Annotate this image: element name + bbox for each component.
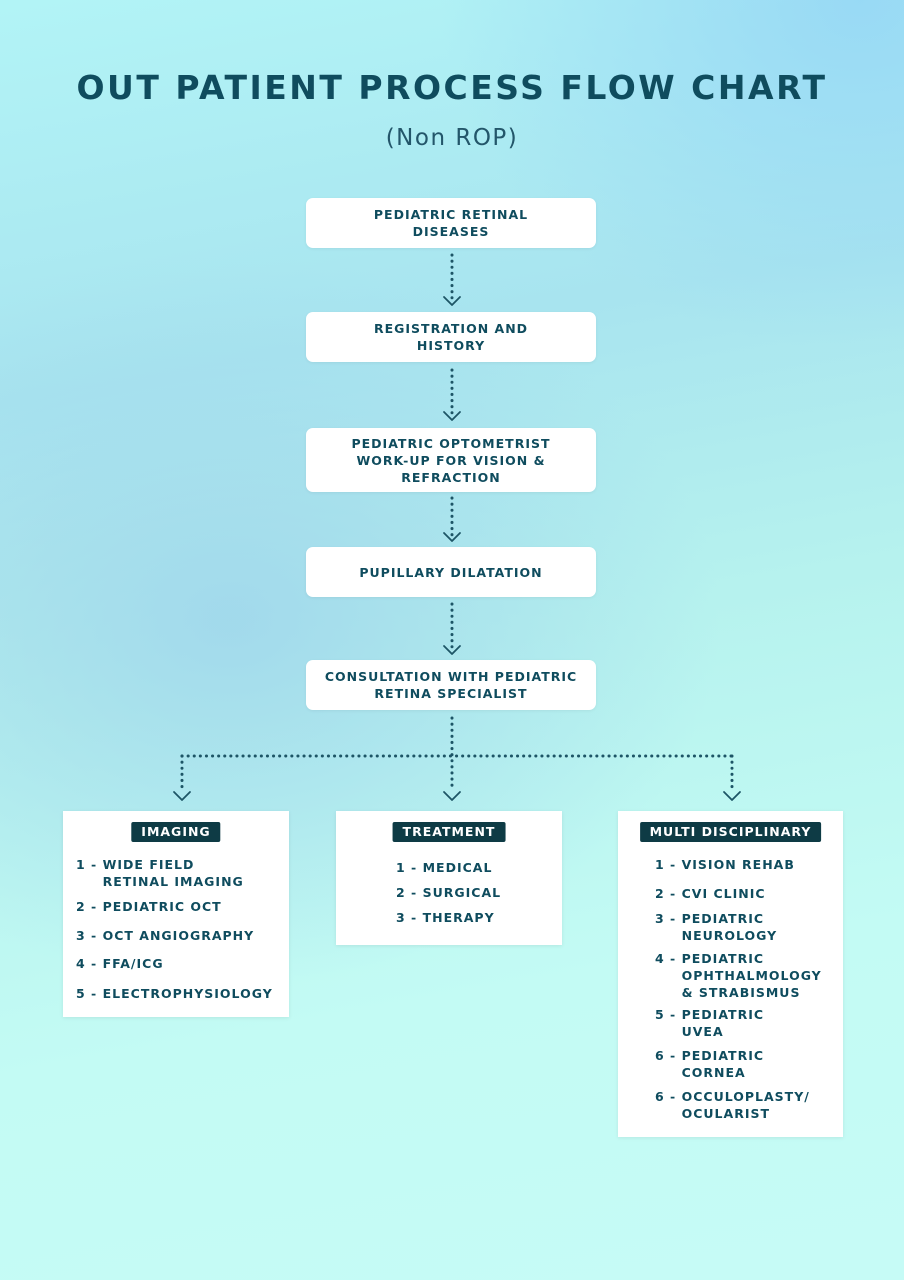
list-item: 2 - SURGICAL bbox=[396, 885, 502, 900]
arrowhead-icon bbox=[443, 532, 461, 542]
page-subtitle: (Non ROP) bbox=[385, 125, 519, 151]
arrowhead-icon bbox=[173, 791, 191, 801]
page-title: OUT PATIENT PROCESS FLOW CHART bbox=[76, 68, 828, 107]
list-item: 4 - FFA/ICG bbox=[76, 956, 164, 971]
list-item: 6 - OCCULOPLASTY/OCULARIST bbox=[655, 1089, 810, 1121]
list-item: 3 - OCT ANGIOGRAPHY bbox=[76, 928, 255, 943]
list-item: 3 - THERAPY bbox=[396, 910, 495, 925]
list-item: 1 - MEDICAL bbox=[396, 860, 493, 875]
list-item: 1 - VISION REHAB bbox=[655, 857, 795, 872]
arrowhead-icon bbox=[443, 411, 461, 421]
list-item: 2 - PEDIATRIC OCT bbox=[76, 899, 222, 914]
multi-disciplinary-card: MULTI DISCIPLINARY 1 - VISION REHAB 2 - … bbox=[618, 811, 843, 1137]
list-item: 5 - ELECTROPHYSIOLOGY bbox=[76, 986, 273, 1001]
treatment-card: TREATMENT 1 - MEDICAL 2 - SURGICAL 3 - T… bbox=[336, 811, 562, 945]
arrowhead-icon bbox=[443, 791, 461, 801]
arrowhead-icon bbox=[723, 791, 741, 801]
treatment-heading: TREATMENT bbox=[392, 822, 506, 842]
multi-disciplinary-heading: MULTI DISCIPLINARY bbox=[639, 822, 822, 842]
imaging-heading: IMAGING bbox=[131, 822, 221, 842]
list-item: 2 - CVI CLINIC bbox=[655, 886, 766, 901]
arrowhead-icon bbox=[443, 296, 461, 306]
arrowhead-icon bbox=[443, 645, 461, 655]
step-pupillary-dilatation: PUPILLARY DILATATION bbox=[306, 547, 596, 597]
